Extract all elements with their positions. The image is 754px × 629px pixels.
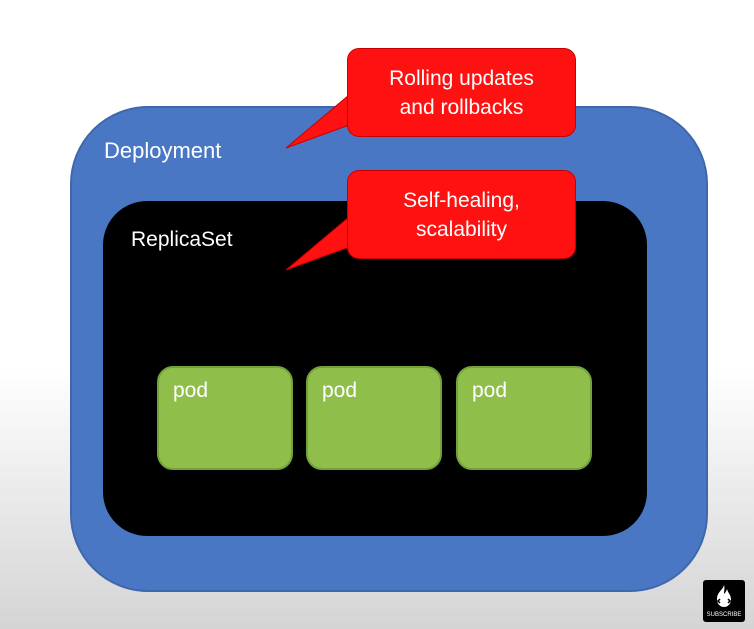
callout-line: Self-healing, [403, 188, 520, 212]
callout-self-healing: Self-healing, scalability [347, 170, 576, 259]
callout-line: scalability [415, 217, 508, 241]
pod-box: pod [306, 366, 442, 470]
deployment-label: Deployment [104, 138, 222, 163]
pod-label: pod [322, 379, 358, 402]
replicaset-label: ReplicaSet [131, 228, 233, 251]
callout-tail-rolling [285, 94, 353, 149]
subscribe-logo[interactable]: SUBSCRIBE [703, 580, 745, 622]
callout-tail-selfheal [285, 216, 353, 271]
subscribe-label: SUBSCRIBE [706, 612, 742, 618]
fire-icon [716, 585, 732, 607]
pod-label: pod [472, 379, 508, 402]
callout-line: and rollbacks [399, 95, 524, 119]
pod-label: pod [173, 379, 209, 402]
pod-box: pod [157, 366, 293, 470]
callout-line: Rolling updates [389, 66, 534, 90]
pod-box: pod [456, 366, 592, 470]
callout-rolling-updates: Rolling updates and rollbacks [347, 48, 576, 137]
